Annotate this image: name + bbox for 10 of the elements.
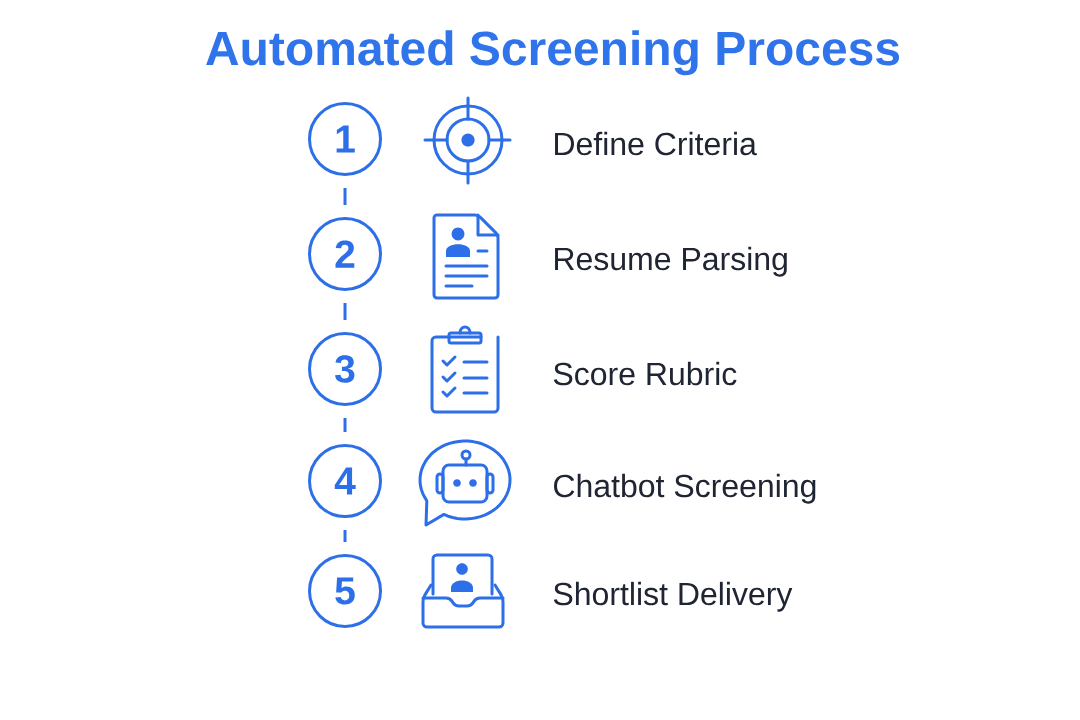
step-label: Resume Parsing: [555, 246, 787, 277]
title: Automated Screening Process: [206, 30, 900, 76]
connector-line: [343, 303, 347, 320]
step-label: Score Rubric: [553, 361, 737, 386]
step-label: Define Criteria: [555, 131, 757, 156]
connector-line: [343, 188, 347, 205]
connector-line: [343, 530, 347, 542]
connector-line: [343, 418, 347, 432]
step-label: Shortlist Delivery: [553, 581, 793, 612]
step-label: Chatbot Screening: [554, 473, 816, 504]
